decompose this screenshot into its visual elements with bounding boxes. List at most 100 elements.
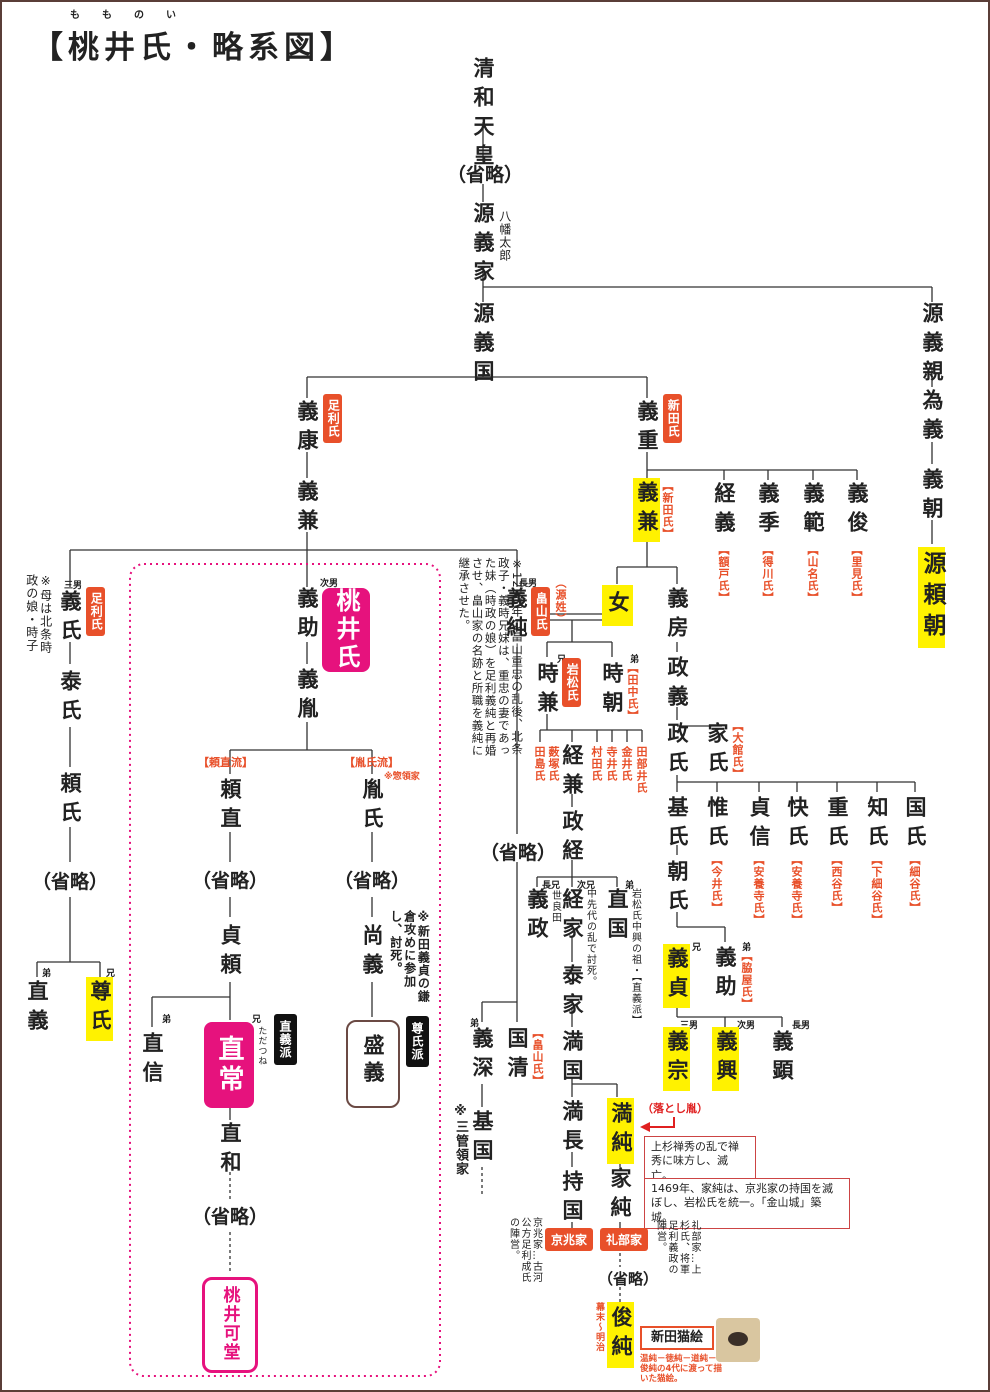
onna: 女 [602, 585, 633, 626]
yoshisada-rel: 兄 [692, 943, 702, 953]
reibuke-note: 礼部家…上杉氏、将軍足利義政の陣営。 [654, 1220, 701, 1275]
yoshitomo: 義朝 [920, 468, 944, 526]
tadayoshi-faction: 直義派 [274, 1014, 297, 1065]
munetaka-order: 三男 [680, 1021, 699, 1031]
branch-tajima: 田島氏 [533, 746, 546, 782]
kunikiyo: 国清 [505, 1027, 529, 1085]
koreuji-family: 【今井氏】 [710, 854, 723, 914]
takauji: 尊氏 [86, 977, 113, 1041]
yoriuji: 頼氏 [58, 772, 82, 830]
title-ruby: もものい [70, 10, 198, 21]
hatakeyama-tag: 畠山氏 [531, 587, 551, 636]
branch-kanai: 金井氏 [620, 746, 633, 782]
ieyoshi: 家純 [608, 1167, 632, 1225]
nitta-tag: 新田氏 [663, 394, 683, 443]
cat-icon [728, 1332, 748, 1346]
tadayoshi-rel: 弟 [42, 969, 52, 979]
yoshiuji: 義氏 [58, 590, 82, 648]
koreuji: 惟氏 [705, 796, 729, 854]
tadatsune-rel: 兄 [252, 1015, 262, 1025]
yoshiuji-note: ※母は北条時政の娘・時子 [24, 574, 53, 654]
yoshimasa-order: 長兄 [542, 881, 561, 891]
sadayori: 貞頼 [218, 924, 242, 982]
tanaka-family: 【田中氏】 [626, 662, 639, 722]
yoritada-ryaku: （省略） [192, 870, 269, 892]
takauji-rel: 兄 [106, 969, 116, 979]
tomouji-shita: 知氏 [865, 796, 889, 854]
branch-yabuzuka: 薮塚氏 [547, 746, 560, 782]
hachiman-taro: 八幡太郎 [497, 210, 512, 262]
minamoto-yoshichika: 源義親 [920, 302, 944, 389]
sadanobu: 貞信 [747, 796, 771, 854]
soryo-label: ※惣領家 [384, 772, 420, 782]
tokitomo-rel: 弟 [630, 655, 640, 665]
yoshiuji-ryaku: （省略） [32, 871, 109, 893]
momoi-tag: 桃井氏 [322, 588, 370, 672]
yoshiuji-tag: 足利氏 [86, 587, 106, 636]
nitta-yoshiaki: 義顕 [770, 1030, 794, 1088]
nitta-son-4: 義俊 [845, 482, 869, 540]
mitsunaga: 満長 [560, 1100, 584, 1158]
moriyoshi-box: 盛義 [346, 1020, 400, 1108]
yoshikane-nitta: 義兼 [633, 478, 660, 542]
genshi-label: （源姓） [554, 577, 567, 625]
yoshifuka: 義深 [470, 1027, 494, 1085]
nitta-nekoe-box: 新田猫絵 [640, 1326, 714, 1350]
masayoshi: 政義 [665, 656, 689, 714]
tsuneie: 経家 [560, 888, 584, 946]
tadayoshi: 直義 [25, 980, 49, 1038]
shigeuji-family: 【西谷氏】 [830, 854, 843, 914]
tokikane-rel: 兄 [557, 652, 566, 665]
nitta-munetaka: 義宗 [663, 1027, 690, 1091]
kuniuji-family: 【細谷氏】 [908, 854, 921, 914]
yoshizumi: 義純 [504, 587, 528, 645]
motokuni: 基国 [470, 1110, 494, 1168]
ieuji: 家氏 [705, 722, 729, 780]
nitta-nekoe: 新田猫絵 [650, 1330, 703, 1345]
iwamatsu-ryaku: （省略） [598, 1270, 659, 1288]
tadanobu-rel: 弟 [162, 1015, 172, 1025]
tokitomo: 時朝 [600, 662, 624, 720]
yoshisuke-order: 次男 [320, 579, 339, 589]
taneuji: 胤氏 [360, 778, 384, 836]
shigeuji: 重氏 [825, 796, 849, 854]
hatakeyama-ryaku: （省略） [480, 842, 557, 864]
keichouke-note: 京兆家…古河公方足利成氏の陣営。 [507, 1217, 542, 1283]
takauji-faction: 尊氏派 [406, 1016, 429, 1067]
bakumatsu-label: 幕末〜明治 [594, 1302, 604, 1352]
mitsukuni: 満国 [560, 1030, 584, 1088]
hatakeyama-note: ※1205年の畠山重忠の乱後、北条政子・義時兄妹は、重忠の妻であった妹（時政の娘… [457, 557, 525, 757]
branch-tatebei: 田部井氏 [635, 746, 648, 794]
yoritada: 頼直 [218, 778, 242, 836]
nitta-son-1: 経義 [712, 482, 736, 540]
naoyoshi-note: ※新田義貞の鎌倉攻めに参加し、討死。 [388, 910, 431, 1003]
tomouji-shita-family: 【下細谷氏】 [870, 854, 883, 926]
page-title: 【桃井氏・略系図】 [32, 30, 356, 66]
ashikaga-tag: 足利氏 [323, 394, 343, 443]
minamoto-yoshiie: 源義家 [471, 202, 495, 289]
mochikuni: 持国 [560, 1170, 584, 1228]
okiyo-order: 次男 [737, 1021, 756, 1031]
soshi-note: 岩松氏中興の祖・【直義派】 [629, 888, 641, 1026]
tadakazu: 直和 [218, 1122, 242, 1180]
tameyoshi: 為義 [920, 389, 944, 447]
tadakuni-rel: 弟 [625, 881, 635, 891]
hatakeyama-family: 【畠山氏】 [531, 1027, 544, 1087]
yoshimasa: 義政 [525, 888, 549, 946]
momoi-kado: 桃井可堂 [219, 1286, 240, 1362]
toshizumi: 俊純 [607, 1302, 634, 1368]
yasuie: 泰家 [560, 964, 584, 1022]
masauji: 政氏 [665, 722, 689, 780]
yoshiyasu: 義康 [295, 400, 319, 458]
yoritada-ryu-label: 【頼直流】 [198, 756, 253, 769]
tadatsune: 直常 [204, 1022, 254, 1108]
keichouke-tag: 京兆家 [545, 1228, 594, 1251]
yoshizumi-order: 長男 [519, 579, 538, 589]
nitta-son-3-family: 【山名氏】 [806, 544, 819, 604]
yoshitane: 義胤 [295, 668, 319, 726]
taneuji-ryaku: （省略） [334, 870, 411, 892]
nitta-son-2-family: 【得川氏】 [761, 544, 774, 604]
yasuuji: 泰氏 [58, 670, 82, 728]
